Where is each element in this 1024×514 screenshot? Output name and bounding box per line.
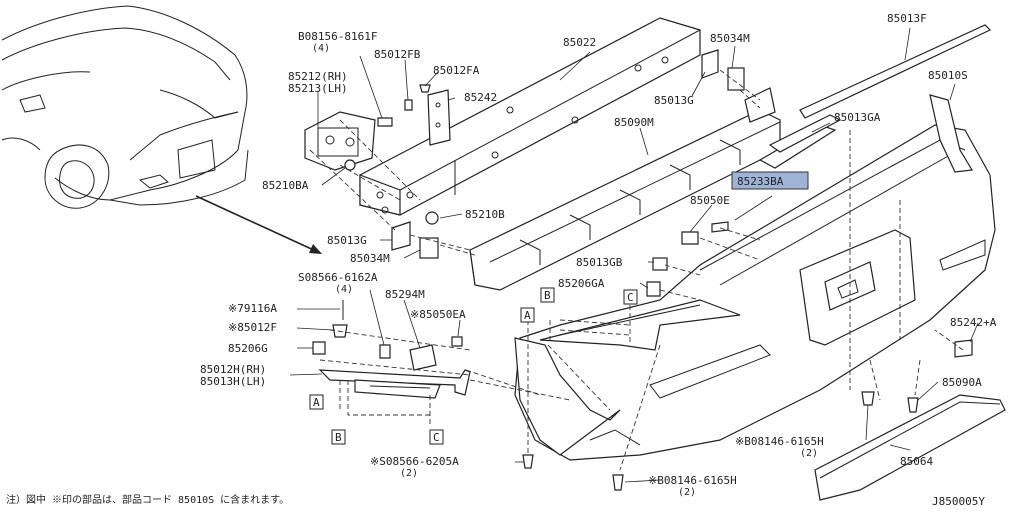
label-08146-a-qty: (2) [800, 448, 818, 459]
label-85013H: 85013H(LH) [200, 375, 266, 388]
label-85212: 85212(RH) [288, 70, 348, 83]
label-08146-b-qty: (2) [678, 487, 696, 498]
label-85034M-top: 85034M [710, 32, 750, 45]
label-85013G-left: 85013G [327, 234, 367, 247]
ref-c-left: C [433, 431, 440, 444]
label-08156: B08156-8161F [298, 30, 377, 43]
label-85013G-top: 85013G [654, 94, 694, 107]
label-85090A: 85090A [942, 376, 982, 389]
label-85233BA: 85233BA [737, 175, 784, 188]
label-85242: 85242 [464, 91, 497, 104]
label-08156-qty: (4) [312, 43, 330, 54]
leader-lines [289, 27, 979, 483]
label-85034M-left: 85034M [350, 252, 390, 265]
label-08566-6205-qty: (2) [400, 468, 418, 479]
label-85010S: 85010S [928, 69, 968, 82]
label-85012FA: 85012FA [433, 64, 480, 77]
label-85012H: 85012H(RH) [200, 363, 266, 376]
label-85090M: 85090M [614, 116, 654, 129]
label-85206GA: 85206GA [558, 277, 605, 290]
label-85213: 85213(LH) [288, 82, 348, 95]
ref-b-left: B [335, 431, 342, 444]
label-85242A: 85242+A [950, 316, 997, 329]
label-85050E: 85050E [690, 194, 730, 207]
label-85013GA: 85013GA [834, 111, 881, 124]
ref-a-right: A [524, 309, 531, 322]
lower-strip-85064 [814, 394, 1006, 501]
footer-note: 注）図中 ※印の部品は、部品コード 85010S に含まれます。 [6, 493, 289, 506]
side-rail-85012H [318, 369, 471, 399]
car-outline [1, 5, 249, 209]
label-85064: 85064 [900, 455, 933, 468]
label-85206G: 85206G [228, 342, 268, 355]
lower-fascia-center [514, 337, 621, 456]
reference-boxes: A A B B C C [309, 287, 638, 445]
label-08146-b: ※B08146-6165H [648, 474, 737, 487]
label-08146-a: ※B08146-6165H [735, 435, 824, 448]
label-85013F: 85013F [887, 12, 927, 25]
ref-a-left: A [313, 396, 320, 409]
dashed-guides [309, 69, 964, 471]
label-85012F: ※85012F [228, 321, 277, 334]
label-85294M: 85294M [385, 288, 425, 301]
reinforcement-beam-85022 [359, 17, 701, 216]
small-parts [304, 49, 973, 491]
label-08566-6162-qty: (4) [335, 284, 353, 295]
pointer-arrow [195, 195, 322, 254]
top-strip-85013F [758, 24, 992, 169]
label-85012FB: 85012FB [374, 48, 421, 61]
ref-c-right: C [627, 291, 634, 304]
highlight-85233BA[interactable] [731, 171, 809, 190]
label-08566-6162: S08566-6162A [298, 271, 378, 284]
ref-b-right: B [544, 289, 551, 302]
label-85013GB: 85013GB [576, 256, 623, 269]
bumper-fascia-85010S [514, 94, 996, 461]
label-79116A: ※79116A [228, 302, 277, 315]
label-85210BA: 85210BA [262, 179, 309, 192]
label-85050EA: ※85050EA [410, 308, 466, 321]
label-85022: 85022 [563, 36, 596, 49]
diagram-code: J850005Y [932, 495, 985, 508]
label-85210B: 85210B [465, 208, 505, 221]
label-08566-6205: ※S08566-6205A [370, 455, 459, 468]
callout-labels: 85022 85013F 85010S 85034M 85013G 85090M… [200, 12, 997, 498]
